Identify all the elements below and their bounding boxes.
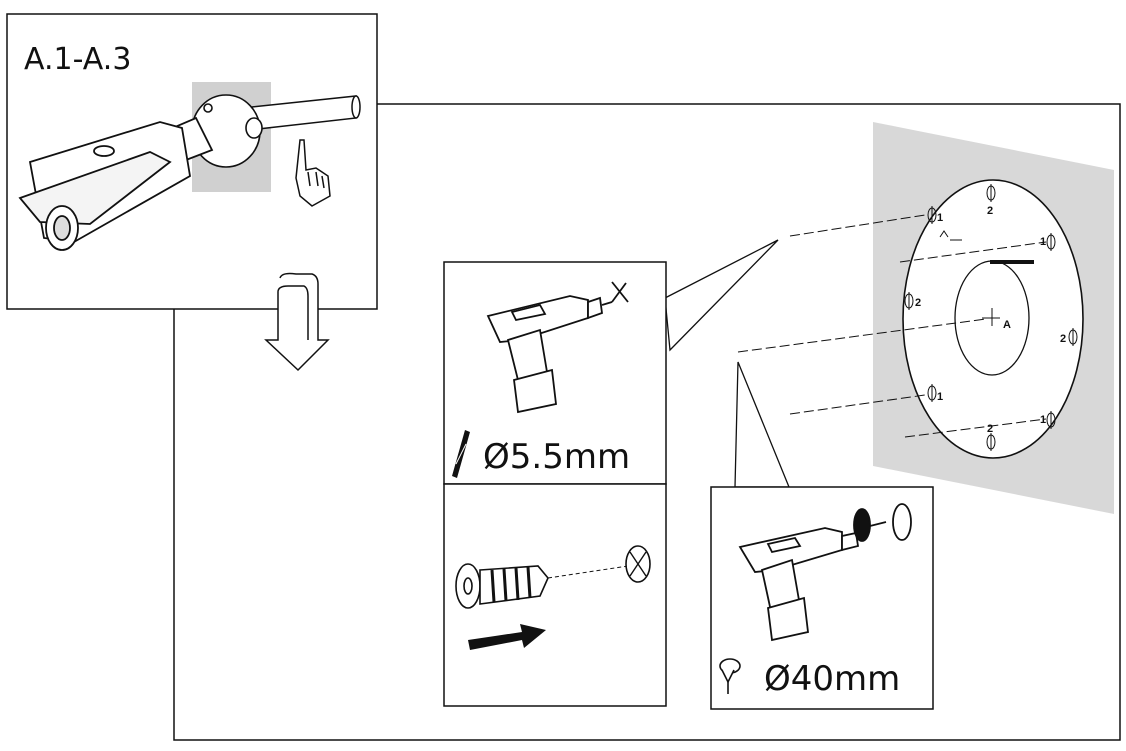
conduit-pipe [251,95,361,130]
mounting-template [902,179,1084,459]
hole-number: 2 [1060,333,1066,345]
hole-number: 2 [987,423,993,435]
insert-arrow-icon [468,624,546,650]
drill-bit-size-label: Ø5.5mm [483,437,630,477]
drill-guide-lines [737,214,1047,438]
center-label: A [1003,319,1011,331]
drill-panel: Ø5.5mm [443,261,667,485]
screw-hole-left: 2 [904,292,921,310]
hole-number: 1 [937,391,943,403]
drill-bit-icon [452,430,470,478]
anchor-panel [443,483,667,707]
camera-inset-panel: A.1-A.3 [6,13,378,310]
screw-hole-right: 2 [1060,328,1078,346]
hole-saw-bit-icon [719,658,741,694]
down-arrow-icon [264,272,330,372]
hole-saw-size-label: Ø40mm [764,659,900,699]
screw-hole-lower-right: 1 [1040,411,1056,429]
hole-number: 2 [915,297,921,309]
wall-anchor-icon [455,545,651,609]
callout-pointer-drill [664,239,779,352]
screw-hole-top: 2 [986,184,996,217]
screw-hole-upper-left: 1 [927,206,943,224]
hole-number: 1 [1040,414,1046,426]
wall-plate: A 2 1 1 2 2 1 [737,122,1114,514]
hole-number: 2 [987,205,993,217]
screw-hole-lower-left: 1 [927,384,943,403]
hole-number: 1 [937,212,943,224]
step-label: A.1-A.3 [24,42,131,77]
hole-saw-drill-icon [738,503,912,642]
screw-hole-bottom: 2 [986,423,996,451]
hand-pointer-icon [295,139,331,207]
hole-saw-panel: Ø40mm [710,486,934,710]
bullet-camera [18,116,214,251]
drill-icon [486,281,629,414]
